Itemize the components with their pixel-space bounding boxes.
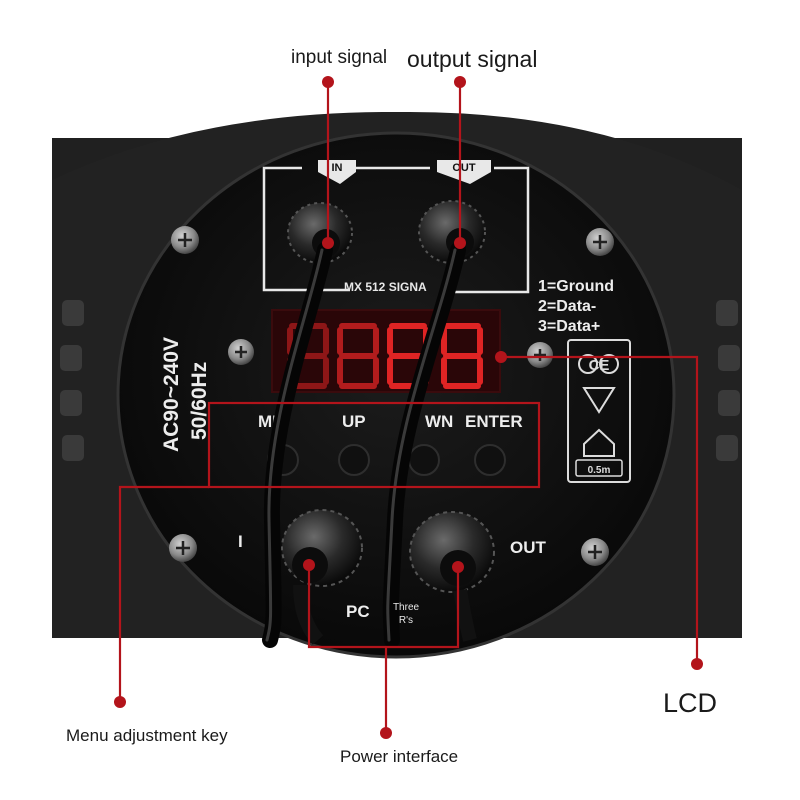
distance-label: 0.5m bbox=[588, 465, 611, 476]
signal-cables bbox=[262, 242, 466, 648]
power-connectors bbox=[281, 509, 495, 645]
menu-adjustment-key-label: Menu adjustment key bbox=[66, 726, 228, 745]
up-button[interactable] bbox=[338, 444, 370, 476]
callout-dots bbox=[114, 76, 703, 739]
out-label: OUT bbox=[452, 162, 476, 174]
ce-mark: CE bbox=[589, 357, 610, 374]
input-signal-label: input signal bbox=[291, 47, 388, 68]
pin-3-label: 3=Data+ bbox=[538, 318, 600, 335]
down-button-label: WN bbox=[425, 412, 453, 431]
power-po-label: PC bbox=[346, 602, 370, 621]
three-rs-line2: R's bbox=[398, 615, 414, 626]
power-out-label: OUT bbox=[510, 538, 547, 557]
down-button[interactable] bbox=[408, 444, 440, 476]
rear-plate bbox=[116, 131, 676, 659]
lcd-label: LCD bbox=[663, 688, 718, 718]
callout-lines bbox=[118, 82, 699, 733]
enter-button-label: ENTER bbox=[465, 412, 523, 431]
output-signal-label: output signal bbox=[407, 46, 538, 72]
power-interface-label: Power interface bbox=[340, 747, 459, 766]
in-label: IN bbox=[332, 162, 343, 174]
up-button-label: UP bbox=[342, 412, 366, 431]
three-rs-line1: Three bbox=[392, 602, 420, 613]
certification-panel bbox=[567, 339, 631, 483]
enter-button[interactable] bbox=[474, 444, 506, 476]
screw-group bbox=[169, 226, 614, 566]
pin-2-label: 2=Data- bbox=[538, 298, 596, 315]
voltage-label: AC90~240V bbox=[160, 337, 183, 452]
power-in-label: I bbox=[238, 532, 243, 551]
pin-1-label: 1=Ground bbox=[538, 278, 614, 295]
frequency-label: 50/60Hz bbox=[188, 362, 211, 440]
button-row: ME UP WN ENTER bbox=[258, 412, 523, 476]
dmx-signal-label: MX 512 SIGNA bbox=[344, 280, 427, 294]
three-rs-tag: Three R's bbox=[384, 601, 428, 627]
